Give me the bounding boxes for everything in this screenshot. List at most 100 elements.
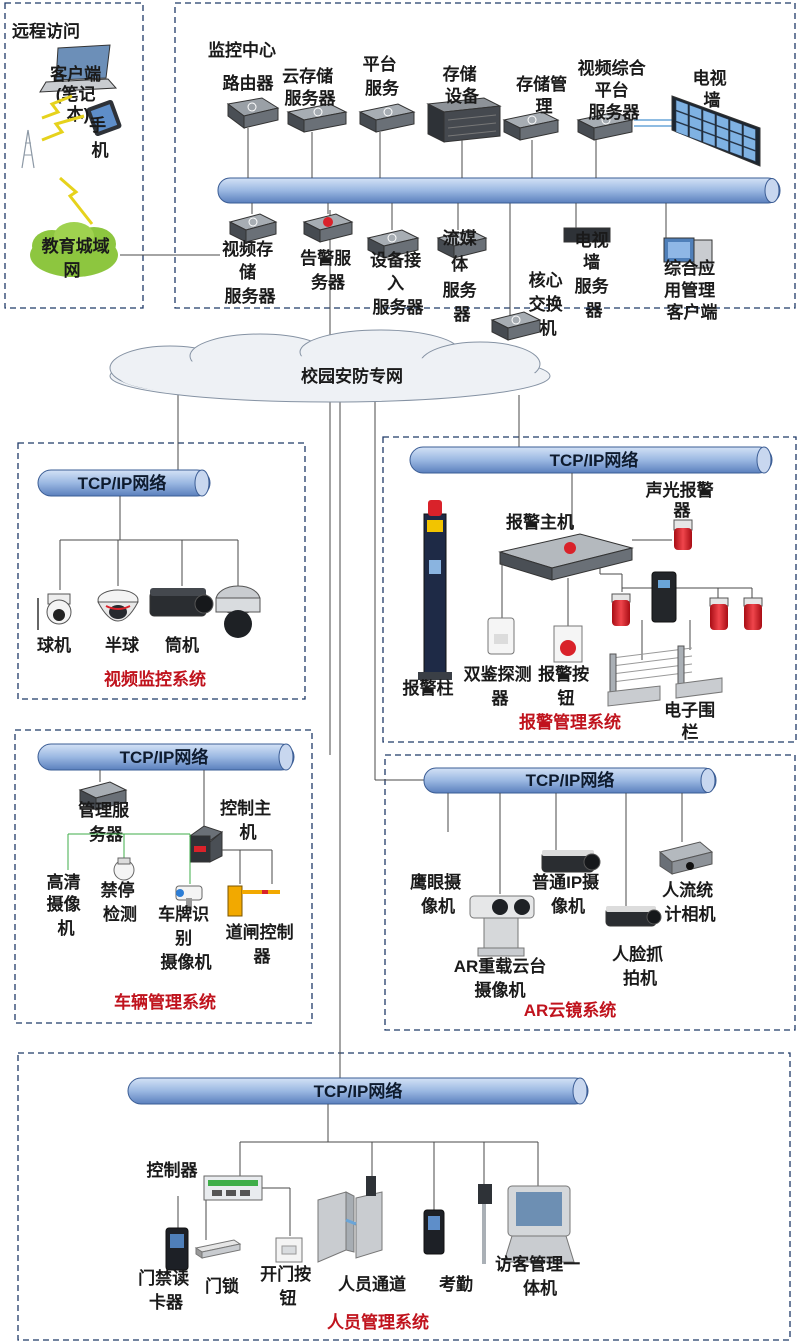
- exit-button-label: 开门按 钮: [260, 1264, 316, 1308]
- router-label: 路由器: [223, 73, 275, 93]
- card-reader-icon: [165, 1227, 189, 1271]
- id-scanner-post-icon: [478, 1184, 492, 1264]
- electronic-fence-label: 电子围 栏: [664, 700, 720, 742]
- bullet-camera-label: 筒机: [165, 635, 199, 655]
- no-parking-detector-icon: [113, 857, 135, 881]
- exit-button-icon: [275, 1237, 303, 1263]
- alarm-system-title: 报警管理系统: [519, 712, 621, 732]
- controller-label: 控制器: [147, 1160, 199, 1180]
- half-dome-camera-icon: [97, 589, 139, 622]
- alarm-server-icon: [302, 213, 354, 243]
- tv-wall-panel: [675, 99, 689, 115]
- monitoring-center-title: 监控中心: [208, 40, 276, 60]
- video-platform-server-icon: [576, 111, 634, 141]
- stream-media-server-icon: [436, 229, 488, 259]
- alarm-host-label: 报警主机: [506, 512, 574, 532]
- tv-wall-panel: [675, 121, 689, 137]
- phone-label: 手 机: [89, 115, 111, 160]
- video-system-title: 视频监控系统: [104, 669, 206, 689]
- storage-device-icon: [426, 97, 502, 143]
- video-storage-server-icon: [228, 213, 278, 243]
- half-dome-camera-label: 半球: [105, 635, 140, 655]
- ar-tree-wires: [447, 793, 683, 908]
- radio-tower-icon: [21, 129, 35, 169]
- plate-recognition-label: 车牌识 别 摄像机: [158, 904, 214, 972]
- ar-bus-label: TCP/IP网络: [526, 770, 615, 790]
- tv-wall-panel: [743, 146, 756, 162]
- dome-camera-label: 球机: [37, 635, 71, 655]
- tv-wall-panel: [702, 120, 716, 136]
- ar-ptz-label-line2: 摄像机: [475, 980, 526, 1000]
- ip-camera-icon: [541, 850, 601, 873]
- face-capture-label: 人脸抓 拍机: [612, 944, 668, 988]
- video-bus-label: TCP/IP网络: [78, 473, 167, 493]
- bullet-camera-icon: [149, 588, 214, 617]
- alarm-button-label: 报警按 钮: [538, 664, 594, 708]
- people-counting-camera-icon: [658, 841, 714, 875]
- platform-server-icon: [358, 103, 416, 133]
- sounder-icon: [673, 519, 693, 550]
- edu-network-label: 教育城域 网: [41, 236, 115, 280]
- video-system-zone: [17, 442, 306, 700]
- card-reader-label: 门禁读 卡器: [138, 1268, 194, 1312]
- vehicle-system-zone: [14, 729, 313, 1024]
- alarm-button-icon: [553, 625, 583, 663]
- tv-wall-server-label: 电视 墙 服务 器: [575, 230, 614, 320]
- no-parking-label: 禁停 检测: [101, 880, 140, 924]
- tv-wall-server-icon: [563, 227, 611, 243]
- alarm-bus: [409, 446, 773, 474]
- laptop-icon: [39, 44, 118, 93]
- electronic-fence-icon: [607, 645, 723, 707]
- tv-wall-panel: [689, 104, 702, 120]
- wireless-link-icon: [41, 94, 94, 225]
- platform-server-label: 平台 服务: [363, 54, 402, 98]
- ar-ptz-camera-icon: [469, 895, 535, 957]
- tv-wall-panel: [702, 109, 716, 125]
- control-host-icon: [188, 825, 224, 863]
- app-client-label: 综合应 用管理 客户端: [664, 258, 720, 322]
- visitor-kiosk-icon: [503, 1185, 575, 1263]
- passage-label: 人员通道: [338, 1274, 406, 1294]
- core-switch-label: 核心 交换 机: [529, 270, 568, 338]
- stream-media-label: 流媒 体 服务 器: [443, 228, 482, 324]
- dual-detector-icon: [487, 617, 515, 655]
- management-server-label: 管理服 务器: [78, 800, 134, 844]
- remote-access-title: 远程访问: [12, 21, 80, 41]
- ptz-camera-icon: [215, 585, 261, 638]
- eagle-eye-label: 鹰眼摄 像机: [410, 872, 466, 916]
- device-access-label: 设备接 入 服务器: [370, 250, 426, 317]
- tv-wall-panel: [729, 130, 743, 146]
- personnel-bus-label: TCP/IP网络: [314, 1081, 403, 1101]
- fence-sounder-icons: [611, 593, 763, 630]
- laptop-label: 客户端 (笔记 本): [49, 64, 106, 124]
- vehicle-system-title: 车辆管理系统: [114, 992, 216, 1012]
- personnel-tree-wires: [177, 1104, 539, 1240]
- attendance-terminal-icon: [423, 1209, 445, 1255]
- video-platform-label: 视频综合 平台 服务器: [578, 58, 651, 122]
- monitoring-center-zone: [174, 2, 796, 309]
- people-counting-label: 人流统 计相机: [662, 880, 718, 924]
- ar-system-title: AR云镜系统: [524, 1000, 617, 1020]
- barrier-gate-icon: [227, 885, 280, 917]
- tv-wall-label: 电视 墙: [693, 68, 732, 110]
- sounder-label: 声光报警 器: [645, 480, 719, 520]
- device-access-server-icon: [366, 229, 420, 259]
- door-lock-icon: [194, 1239, 242, 1259]
- control-host-label: 控制主 机: [220, 798, 276, 842]
- storage-management-server-icon: [502, 111, 560, 141]
- management-server-icon: [78, 781, 128, 811]
- hd-camera-label: 高清 摄像 机: [47, 872, 86, 938]
- fence-controller-icon: [651, 571, 677, 623]
- tv-wall-panel: [689, 115, 702, 131]
- visitor-kiosk-label: 访客管理一 体机: [495, 1254, 585, 1298]
- plate-recognition-camera-icon: [175, 885, 203, 910]
- video-bus: [37, 469, 211, 497]
- tv-wall-panel: [689, 126, 702, 142]
- center-backbone-bus: [217, 177, 781, 204]
- tv-wall-panel: [702, 131, 716, 147]
- alarm-bus-label: TCP/IP网络: [550, 450, 639, 470]
- personnel-system-zone: [17, 1052, 791, 1341]
- video-storage-label: 视频存 储 服务器: [222, 239, 278, 306]
- ar-system-zone: [384, 754, 796, 1031]
- campus-network-label: 校园安防专网: [301, 366, 403, 386]
